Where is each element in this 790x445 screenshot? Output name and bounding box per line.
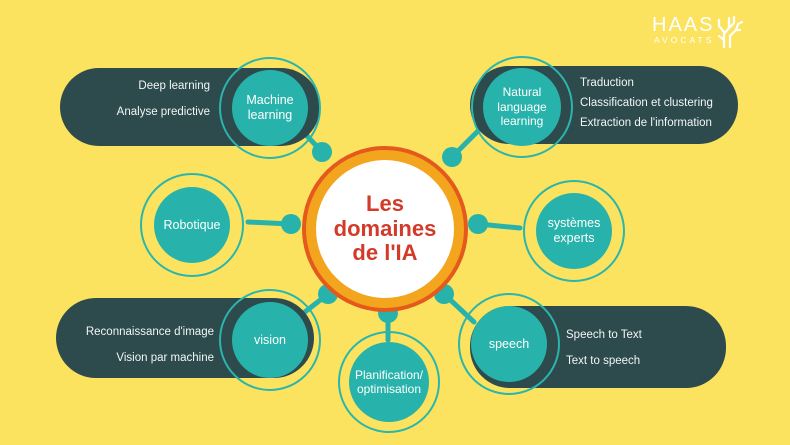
nlp-item-3: Extraction de l'information xyxy=(580,117,712,129)
nlp-item-1: Traduction xyxy=(580,77,634,89)
speech-item-1: Speech to Text xyxy=(566,329,642,341)
planification-line-1: Planification/ xyxy=(354,367,424,382)
nlp-dot xyxy=(442,147,462,167)
systemes-experts-ring xyxy=(523,180,625,282)
vision-label: vision xyxy=(254,332,286,347)
center-line-3: de l'IA xyxy=(352,240,418,266)
systemes-experts-line-2: experts xyxy=(553,231,595,245)
logo-name: HAAS xyxy=(652,14,715,36)
planification-node: Planification/optimisation xyxy=(349,342,429,422)
speech-ring xyxy=(458,293,560,395)
center-line-1: Les xyxy=(366,191,404,217)
machine-learning-ring xyxy=(219,57,321,159)
nlp-line-1: Natural xyxy=(502,85,542,100)
planification-ring xyxy=(338,331,440,433)
nlp-line-3: learning xyxy=(500,114,544,129)
vision-item-2: Vision par machine xyxy=(116,352,214,364)
nlp-ring xyxy=(471,56,573,158)
planification-line-2: optimisation xyxy=(356,382,421,396)
robotique-ring xyxy=(140,173,244,277)
vision-node: vision xyxy=(232,302,308,378)
machine-learning-line-2: learning xyxy=(247,108,293,122)
haas-avocats-logo: HAAS AVOCATS xyxy=(652,14,744,48)
machine-learning-item-1: Deep learning xyxy=(138,80,210,92)
machine-learning-line-1: Machine xyxy=(246,93,294,107)
speech-node: speech xyxy=(471,306,547,382)
robotique-label: Robotique xyxy=(163,217,221,232)
speech-item-2: Text to speech xyxy=(566,355,641,367)
robotique-dot xyxy=(281,214,301,234)
logo-sub: AVOCATS xyxy=(654,35,715,45)
systemes-experts-line-1: systèmes xyxy=(547,216,601,230)
speech-label: speech xyxy=(488,336,530,351)
nlp-item-2: Classification et clustering xyxy=(580,97,713,109)
machine-learning-item-2: Analyse predictive xyxy=(116,106,210,118)
robotique-node: Robotique xyxy=(154,187,230,263)
vision-ring xyxy=(219,289,321,391)
nlp-line-2: language xyxy=(497,99,547,114)
systemes-experts-dot xyxy=(468,214,488,234)
coral-icon xyxy=(718,15,744,48)
vision-item-1: Reconnaissance d'image xyxy=(85,326,214,338)
machine-learning-dot xyxy=(312,142,332,162)
center-line-2: domaines xyxy=(333,215,437,241)
